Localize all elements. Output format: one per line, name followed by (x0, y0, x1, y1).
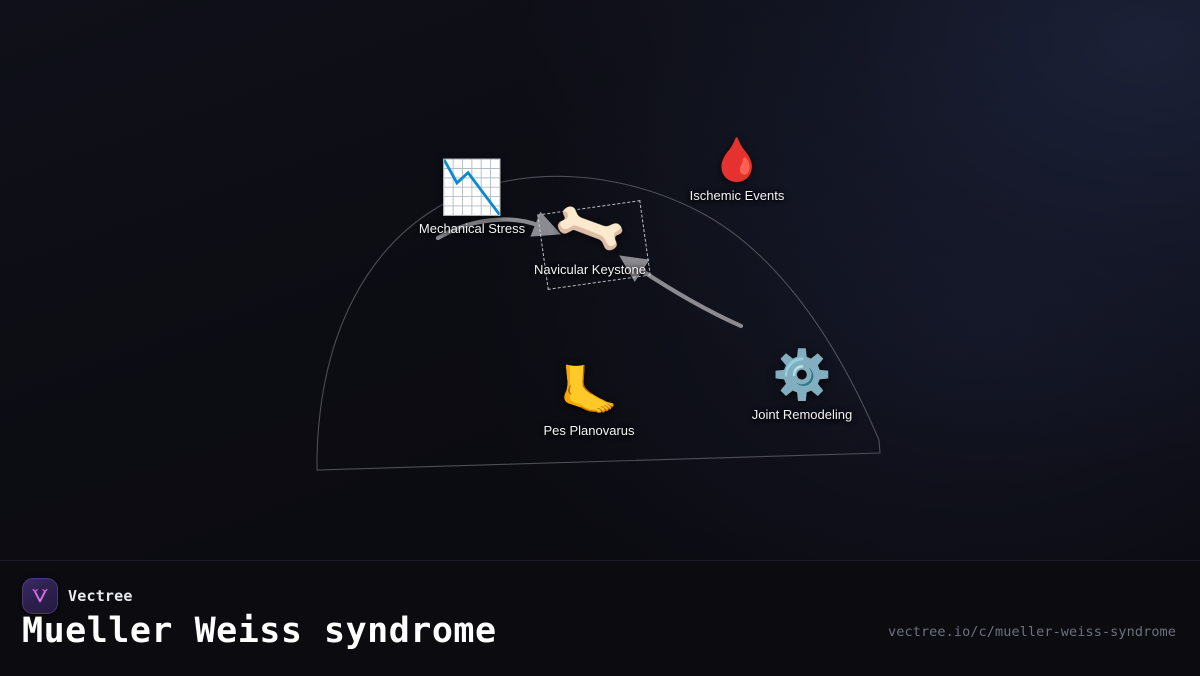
blood-drop-icon: 🩸 (710, 136, 764, 183)
page-footer: Vectree Mueller Weiss syndrome (0, 560, 1200, 676)
graph-node-pes-planovarus[interactable]: 🦶 Pes Planovarus (543, 368, 634, 438)
node-label: Pes Planovarus (543, 423, 635, 438)
graph-node-joint-remodeling[interactable]: ⚙️ Joint Remodeling (752, 352, 852, 422)
vectree-logo-icon (22, 578, 58, 614)
graph-node-navicular-keystone[interactable]: 🦴 Navicular Keystone (534, 189, 646, 277)
bone-icon: 🦴 (548, 189, 632, 269)
node-label: Joint Remodeling (751, 407, 853, 422)
page-title: Mueller Weiss syndrome (22, 611, 497, 651)
brand-name: Vectree (68, 587, 133, 605)
graph-canvas[interactable]: 📉 Mechanical Stress 🦴 Navicular Keystone… (0, 0, 1200, 560)
brand[interactable]: Vectree (22, 578, 133, 614)
graph-edges (435, 211, 744, 329)
gear-icon: ⚙️ (772, 349, 832, 402)
page-url: vectree.io/c/mueller-weiss-syndrome (888, 624, 1176, 640)
cluster-hull-outline (316, 175, 881, 471)
node-label: Ischemic Events (689, 188, 785, 203)
graph-node-ischemic-events[interactable]: 🩸 Ischemic Events (690, 139, 785, 203)
node-label: Mechanical Stress (418, 221, 526, 236)
foot-icon: 🦶 (559, 365, 619, 418)
graph-node-mechanical-stress[interactable]: 📉 Mechanical Stress (419, 162, 525, 236)
chart-decreasing-icon: 📉 (439, 159, 505, 217)
edge-joint-remodeling-to-navicular-keystone (619, 255, 744, 329)
node-label: Navicular Keystone (534, 262, 646, 277)
